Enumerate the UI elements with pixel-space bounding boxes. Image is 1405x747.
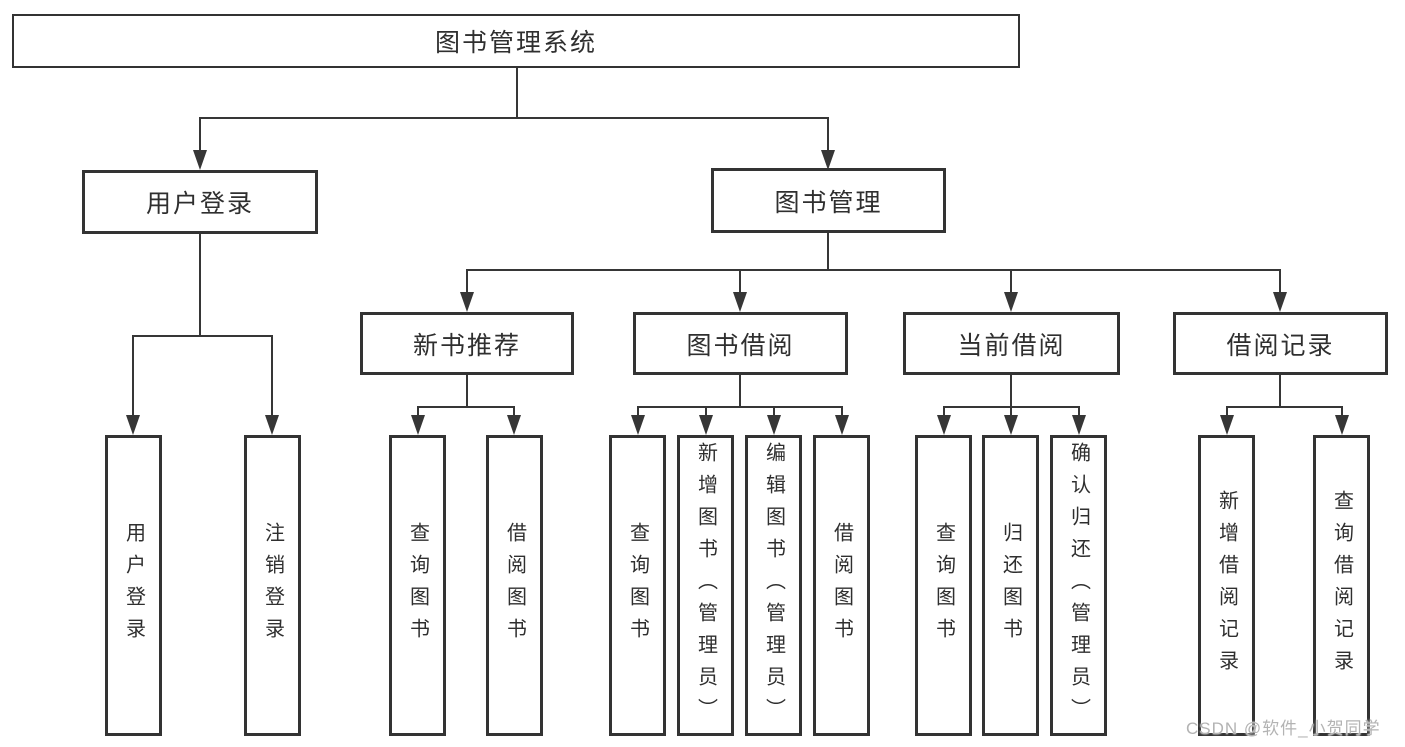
connector-hline bbox=[417, 406, 515, 408]
connector-vline bbox=[827, 117, 829, 151]
connector-vline bbox=[513, 406, 515, 416]
arrowhead-down-icon bbox=[821, 150, 835, 170]
leaf-edit-books-admin: 编辑图书（管理员） bbox=[745, 435, 802, 736]
node-book-management: 图书管理 bbox=[711, 168, 946, 233]
leaf-return-books: 归还图书 bbox=[982, 435, 1039, 736]
connector-vline bbox=[1010, 406, 1012, 416]
connector-vline bbox=[827, 231, 829, 270]
leaf-add-borrow-record: 新增借阅记录 bbox=[1198, 435, 1255, 736]
connector-vline bbox=[516, 67, 518, 118]
node-label: 图书借阅 bbox=[686, 331, 795, 360]
connector-vline bbox=[271, 335, 273, 416]
node-label: 新增借阅记录 bbox=[1215, 489, 1238, 682]
arrowhead-down-icon bbox=[1004, 415, 1018, 435]
node-label: 借阅图书 bbox=[830, 521, 853, 650]
arrowhead-down-icon bbox=[411, 415, 425, 435]
leaf-borrow-books-recommend: 借阅图书 bbox=[486, 435, 543, 736]
node-label: 用户登录 bbox=[122, 521, 145, 650]
connector-vline bbox=[1279, 373, 1281, 407]
node-book-borrowing: 图书借阅 bbox=[633, 312, 848, 375]
node-label: 确认归还（管理员） bbox=[1067, 441, 1090, 730]
connector-vline bbox=[773, 406, 775, 416]
arrowhead-down-icon bbox=[507, 415, 521, 435]
connector-vline bbox=[943, 406, 945, 416]
arrowhead-down-icon bbox=[193, 150, 207, 170]
arrowhead-down-icon bbox=[699, 415, 713, 435]
arrowhead-down-icon bbox=[631, 415, 645, 435]
node-label: 借阅图书 bbox=[503, 521, 526, 650]
connector-vline bbox=[841, 406, 843, 416]
node-label: 借阅记录 bbox=[1226, 331, 1335, 360]
connector-vline bbox=[132, 335, 134, 416]
node-label: 当前借阅 bbox=[957, 331, 1066, 360]
watermark: CSDN @软件_小贺同学 bbox=[1186, 719, 1381, 738]
node-label: 注销登录 bbox=[261, 521, 284, 650]
node-borrowing-records: 借阅记录 bbox=[1173, 312, 1388, 375]
node-library-management-system: 图书管理系统 bbox=[12, 14, 1020, 68]
connector-vline bbox=[1279, 269, 1281, 293]
leaf-add-books-admin: 新增图书（管理员） bbox=[677, 435, 734, 736]
node-user-login: 用户登录 bbox=[82, 170, 318, 234]
node-new-book-recommend: 新书推荐 bbox=[360, 312, 574, 375]
leaf-query-books-borrowing: 查询图书 bbox=[609, 435, 666, 736]
leaf-confirm-return-admin: 确认归还（管理员） bbox=[1050, 435, 1107, 736]
connector-vline bbox=[705, 406, 707, 416]
arrowhead-down-icon bbox=[1220, 415, 1234, 435]
connector-vline bbox=[417, 406, 419, 416]
connector-hline bbox=[1226, 406, 1343, 408]
leaf-borrow-books: 借阅图书 bbox=[813, 435, 870, 736]
connector-vline bbox=[739, 269, 741, 293]
leaf-user-login: 用户登录 bbox=[105, 435, 162, 736]
connector-vline bbox=[1078, 406, 1080, 416]
connector-hline bbox=[132, 335, 273, 337]
connector-vline bbox=[637, 406, 639, 416]
arrowhead-down-icon bbox=[460, 292, 474, 312]
arrowhead-down-icon bbox=[1072, 415, 1086, 435]
connector-hline bbox=[466, 269, 1281, 271]
arrowhead-down-icon bbox=[1273, 292, 1287, 312]
arrowhead-down-icon bbox=[937, 415, 951, 435]
arrowhead-down-icon bbox=[733, 292, 747, 312]
arrowhead-down-icon bbox=[835, 415, 849, 435]
connector-hline bbox=[637, 406, 843, 408]
leaf-logout: 注销登录 bbox=[244, 435, 301, 736]
leaf-query-borrow-record: 查询借阅记录 bbox=[1313, 435, 1370, 736]
node-label: 图书管理 bbox=[774, 188, 883, 217]
connector-vline bbox=[199, 233, 201, 336]
connector-vline bbox=[1226, 406, 1228, 416]
connector-vline bbox=[1341, 406, 1343, 416]
connector-vline bbox=[466, 269, 468, 293]
node-label: 用户登录 bbox=[145, 190, 254, 218]
connector-vline bbox=[199, 117, 201, 151]
connector-vline bbox=[1010, 373, 1012, 407]
arrowhead-down-icon bbox=[126, 415, 140, 435]
arrowhead-down-icon bbox=[1335, 415, 1349, 435]
node-label: 查询图书 bbox=[626, 521, 649, 650]
leaf-query-books-current: 查询图书 bbox=[915, 435, 972, 736]
node-label: 新书推荐 bbox=[412, 331, 521, 360]
node-label: 图书管理系统 bbox=[434, 29, 597, 57]
node-label: 查询借阅记录 bbox=[1330, 489, 1353, 682]
connector-hline bbox=[199, 117, 829, 119]
arrowhead-down-icon bbox=[1004, 292, 1018, 312]
connector-vline bbox=[739, 373, 741, 407]
node-label: 归还图书 bbox=[999, 521, 1022, 650]
node-current-borrowing: 当前借阅 bbox=[903, 312, 1120, 375]
arrowhead-down-icon bbox=[265, 415, 279, 435]
connector-vline bbox=[466, 373, 468, 407]
leaf-query-books-recommend: 查询图书 bbox=[389, 435, 446, 736]
node-label: 查询图书 bbox=[406, 521, 429, 650]
connector-vline bbox=[1010, 269, 1012, 293]
node-label: 新增图书（管理员） bbox=[694, 441, 717, 730]
node-label: 编辑图书（管理员） bbox=[762, 441, 785, 730]
node-label: 查询图书 bbox=[932, 521, 955, 650]
arrowhead-down-icon bbox=[767, 415, 781, 435]
